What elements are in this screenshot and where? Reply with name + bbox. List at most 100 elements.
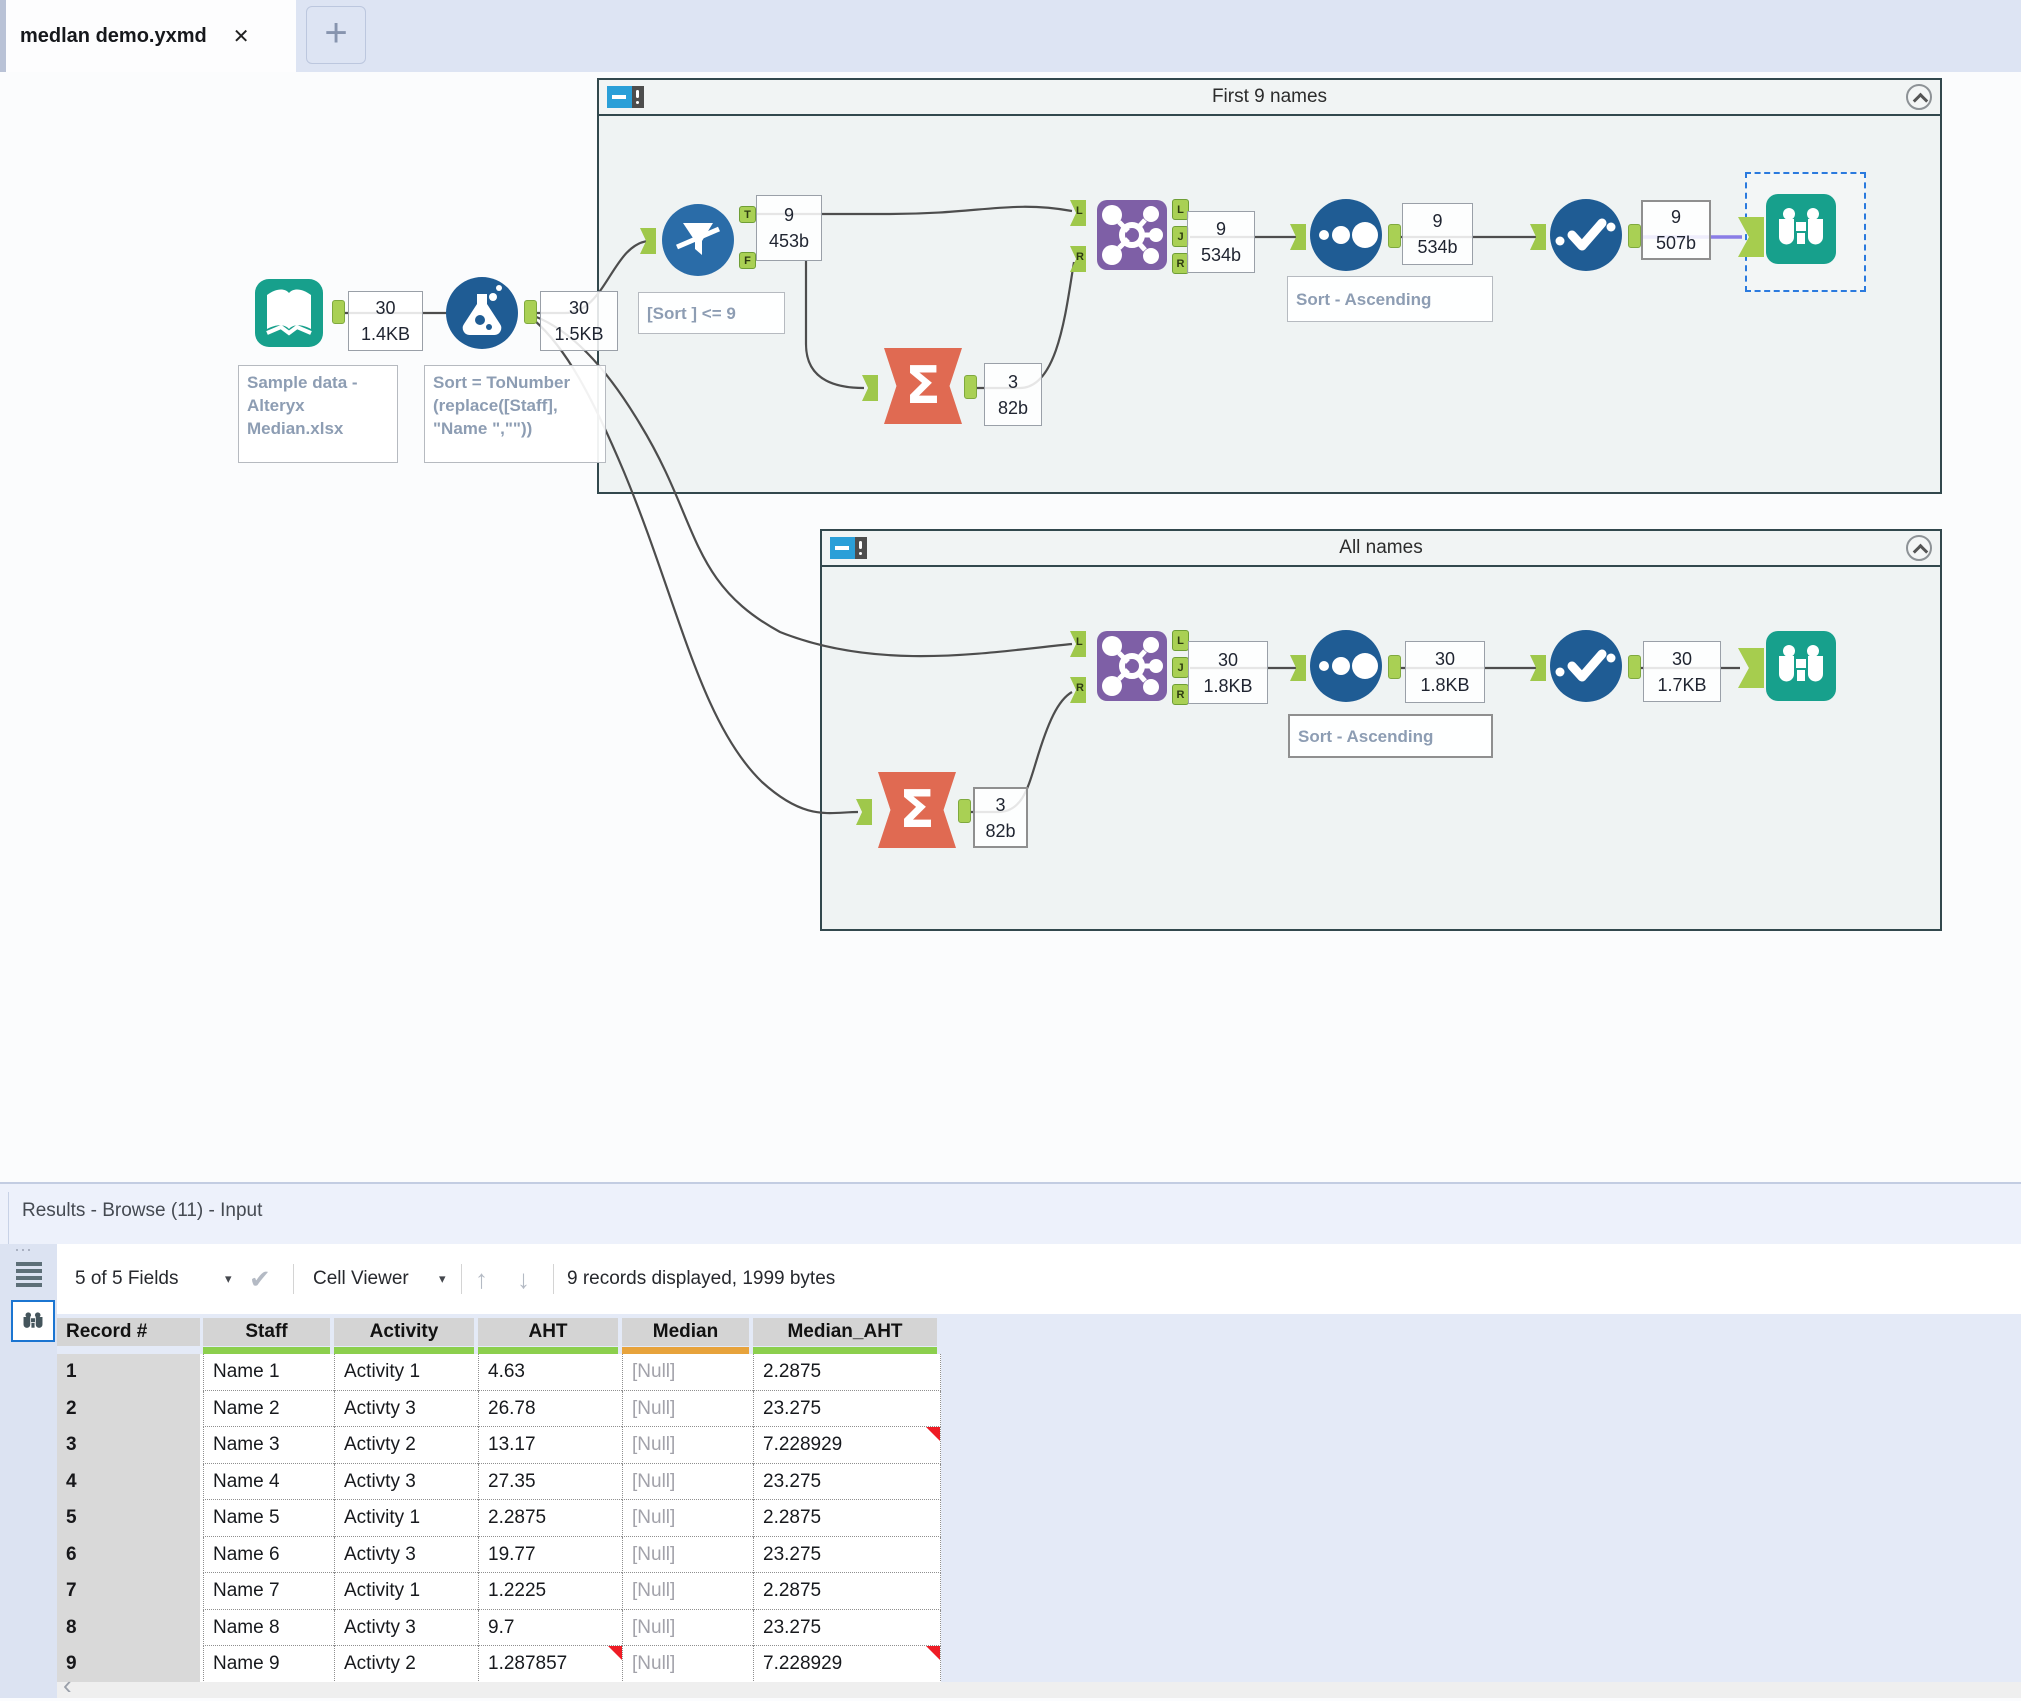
caret-down-icon[interactable]: ▾ bbox=[225, 1244, 232, 1314]
cell-maht[interactable]: 2.2875 bbox=[753, 1500, 941, 1537]
cell-med[interactable]: [Null] bbox=[622, 1646, 753, 1683]
cell-maht[interactable]: 23.275 bbox=[753, 1610, 941, 1647]
metadata-view-icon[interactable] bbox=[16, 1262, 42, 1286]
cell-aht[interactable]: 19.77 bbox=[478, 1537, 622, 1574]
cell-aht[interactable]: 9.7 bbox=[478, 1610, 622, 1647]
output-anchor[interactable] bbox=[958, 799, 971, 823]
cell-staff[interactable]: Name 3 bbox=[203, 1427, 334, 1464]
annotation-count-select1[interactable]: 9507b bbox=[1641, 200, 1711, 260]
cell-med[interactable]: [Null] bbox=[622, 1500, 753, 1537]
annotation-count-input[interactable]: 301.4KB bbox=[348, 291, 423, 351]
formula-tool[interactable] bbox=[444, 275, 520, 351]
annotation-count-sort2[interactable]: 301.8KB bbox=[1405, 641, 1485, 703]
results-header[interactable]: Results - Browse (11) - Input bbox=[0, 1182, 2021, 1244]
column-header-staff[interactable]: Staff bbox=[203, 1318, 330, 1346]
caret-down-icon[interactable]: ▾ bbox=[439, 1244, 446, 1314]
filter-tool[interactable] bbox=[660, 202, 736, 278]
cell-aht[interactable]: 13.17 bbox=[478, 1427, 622, 1464]
cell-aht[interactable]: 1.2225 bbox=[478, 1573, 622, 1610]
cell-staff[interactable]: Name 7 bbox=[203, 1573, 334, 1610]
cell-act[interactable]: Activity 1 bbox=[334, 1354, 478, 1391]
cell-aht[interactable]: 2.2875 bbox=[478, 1500, 622, 1537]
cell-maht[interactable]: 23.275 bbox=[753, 1391, 941, 1428]
annotation-filter-label[interactable]: [Sort ] <= 9 bbox=[638, 292, 785, 334]
cell-maht[interactable]: 2.2875 bbox=[753, 1354, 941, 1391]
browse-tool[interactable] bbox=[1763, 191, 1839, 267]
cell-staff[interactable]: Name 1 bbox=[203, 1354, 334, 1391]
filter-false-anchor[interactable]: F bbox=[739, 252, 756, 269]
cell-staff[interactable]: Name 8 bbox=[203, 1610, 334, 1647]
arrow-down-icon[interactable]: ↓ bbox=[517, 1244, 530, 1314]
annotation-sort2-label[interactable]: Sort - Ascending bbox=[1288, 714, 1493, 758]
filter-true-anchor[interactable]: T bbox=[739, 206, 756, 223]
cell-staff[interactable]: Name 5 bbox=[203, 1500, 334, 1537]
cell-maht[interactable]: 23.275 bbox=[753, 1537, 941, 1574]
cell-act[interactable]: Activity 1 bbox=[334, 1573, 478, 1610]
cell-med[interactable]: [Null] bbox=[622, 1573, 753, 1610]
annotation-count-filter[interactable]: 9453b bbox=[756, 195, 822, 261]
cell-maht[interactable]: 23.275 bbox=[753, 1464, 941, 1501]
annotation-input-label[interactable]: Sample data - Alteryx Median.xlsx bbox=[238, 365, 398, 463]
cell-maht[interactable]: 7.228929 bbox=[753, 1427, 941, 1464]
cell-aht[interactable]: 4.63 bbox=[478, 1354, 622, 1391]
cell-act[interactable]: Activity 1 bbox=[334, 1500, 478, 1537]
apply-check-icon[interactable]: ✔ bbox=[249, 1244, 271, 1314]
cell-act[interactable]: Activty 2 bbox=[334, 1646, 478, 1683]
annotation-count-formula[interactable]: 301.5KB bbox=[540, 291, 618, 351]
annotation-count-join2[interactable]: 301.8KB bbox=[1188, 641, 1268, 704]
cell-staff[interactable]: Name 4 bbox=[203, 1464, 334, 1501]
cell-rec[interactable]: 6 bbox=[57, 1537, 203, 1574]
cell-rec[interactable]: 8 bbox=[57, 1610, 203, 1647]
cell-rec[interactable]: 7 bbox=[57, 1573, 203, 1610]
browse-tool[interactable] bbox=[1763, 628, 1839, 704]
cell-rec[interactable]: 9 bbox=[57, 1646, 203, 1683]
cell-act[interactable]: Activty 3 bbox=[334, 1537, 478, 1574]
cell-med[interactable]: [Null] bbox=[622, 1537, 753, 1574]
select-tool[interactable] bbox=[1548, 197, 1624, 273]
overflow-icon[interactable]: ⋯ bbox=[14, 1240, 34, 1261]
fields-dropdown[interactable]: 5 of 5 Fields bbox=[75, 1244, 179, 1314]
join-tool[interactable] bbox=[1094, 197, 1170, 273]
join-tool[interactable] bbox=[1094, 628, 1170, 704]
join-join-output-anchor[interactable]: J bbox=[1172, 657, 1189, 678]
arrow-up-icon[interactable]: ↑ bbox=[475, 1244, 488, 1314]
cell-staff[interactable]: Name 6 bbox=[203, 1537, 334, 1574]
cell-maht[interactable]: 2.2875 bbox=[753, 1573, 941, 1610]
annotation-sort1-label[interactable]: Sort - Ascending bbox=[1287, 276, 1493, 322]
annotation-formula-label[interactable]: Sort = ToNumber (replace([Staff], "Name … bbox=[424, 365, 606, 463]
cell-aht[interactable]: 26.78 bbox=[478, 1391, 622, 1428]
cell-viewer-dropdown[interactable]: Cell Viewer bbox=[313, 1244, 409, 1314]
join-left-output-anchor[interactable]: L bbox=[1172, 630, 1189, 651]
horizontal-scrollbar[interactable]: ‹ bbox=[57, 1682, 2021, 1698]
column-header-median[interactable]: Median bbox=[622, 1318, 749, 1346]
annotation-count-sort1[interactable]: 9534b bbox=[1402, 203, 1473, 265]
sort-tool[interactable] bbox=[1308, 628, 1384, 704]
cell-act[interactable]: Activty 3 bbox=[334, 1610, 478, 1647]
cell-rec[interactable]: 5 bbox=[57, 1500, 203, 1537]
data-view-button[interactable] bbox=[11, 1300, 55, 1342]
cell-staff[interactable]: Name 2 bbox=[203, 1391, 334, 1428]
scroll-left-icon[interactable]: ‹ bbox=[63, 1670, 72, 1701]
select-tool[interactable] bbox=[1548, 628, 1624, 704]
cell-med[interactable]: [Null] bbox=[622, 1427, 753, 1464]
column-header-median-aht[interactable]: Median_AHT bbox=[753, 1318, 937, 1346]
output-anchor[interactable] bbox=[332, 300, 345, 324]
cell-med[interactable]: [Null] bbox=[622, 1391, 753, 1428]
cell-act[interactable]: Activty 3 bbox=[334, 1391, 478, 1428]
cell-med[interactable]: [Null] bbox=[622, 1610, 753, 1647]
column-header-aht[interactable]: AHT bbox=[478, 1318, 618, 1346]
cell-act[interactable]: Activty 3 bbox=[334, 1464, 478, 1501]
output-anchor[interactable] bbox=[1628, 655, 1641, 679]
annotation-count-summarize1[interactable]: 382b bbox=[984, 363, 1042, 426]
join-right-output-anchor[interactable]: R bbox=[1172, 684, 1189, 705]
output-anchor[interactable] bbox=[964, 375, 977, 399]
cell-med[interactable]: [Null] bbox=[622, 1354, 753, 1391]
cell-rec[interactable]: 4 bbox=[57, 1464, 203, 1501]
cell-staff[interactable]: Name 9 bbox=[203, 1646, 334, 1683]
annotation-count-select2[interactable]: 301.7KB bbox=[1643, 641, 1721, 702]
connection-wire[interactable] bbox=[806, 260, 864, 388]
output-anchor[interactable] bbox=[1628, 224, 1641, 248]
cell-rec[interactable]: 1 bbox=[57, 1354, 203, 1391]
column-header-record[interactable]: Record # bbox=[57, 1318, 200, 1346]
input-data-tool[interactable] bbox=[251, 275, 327, 351]
